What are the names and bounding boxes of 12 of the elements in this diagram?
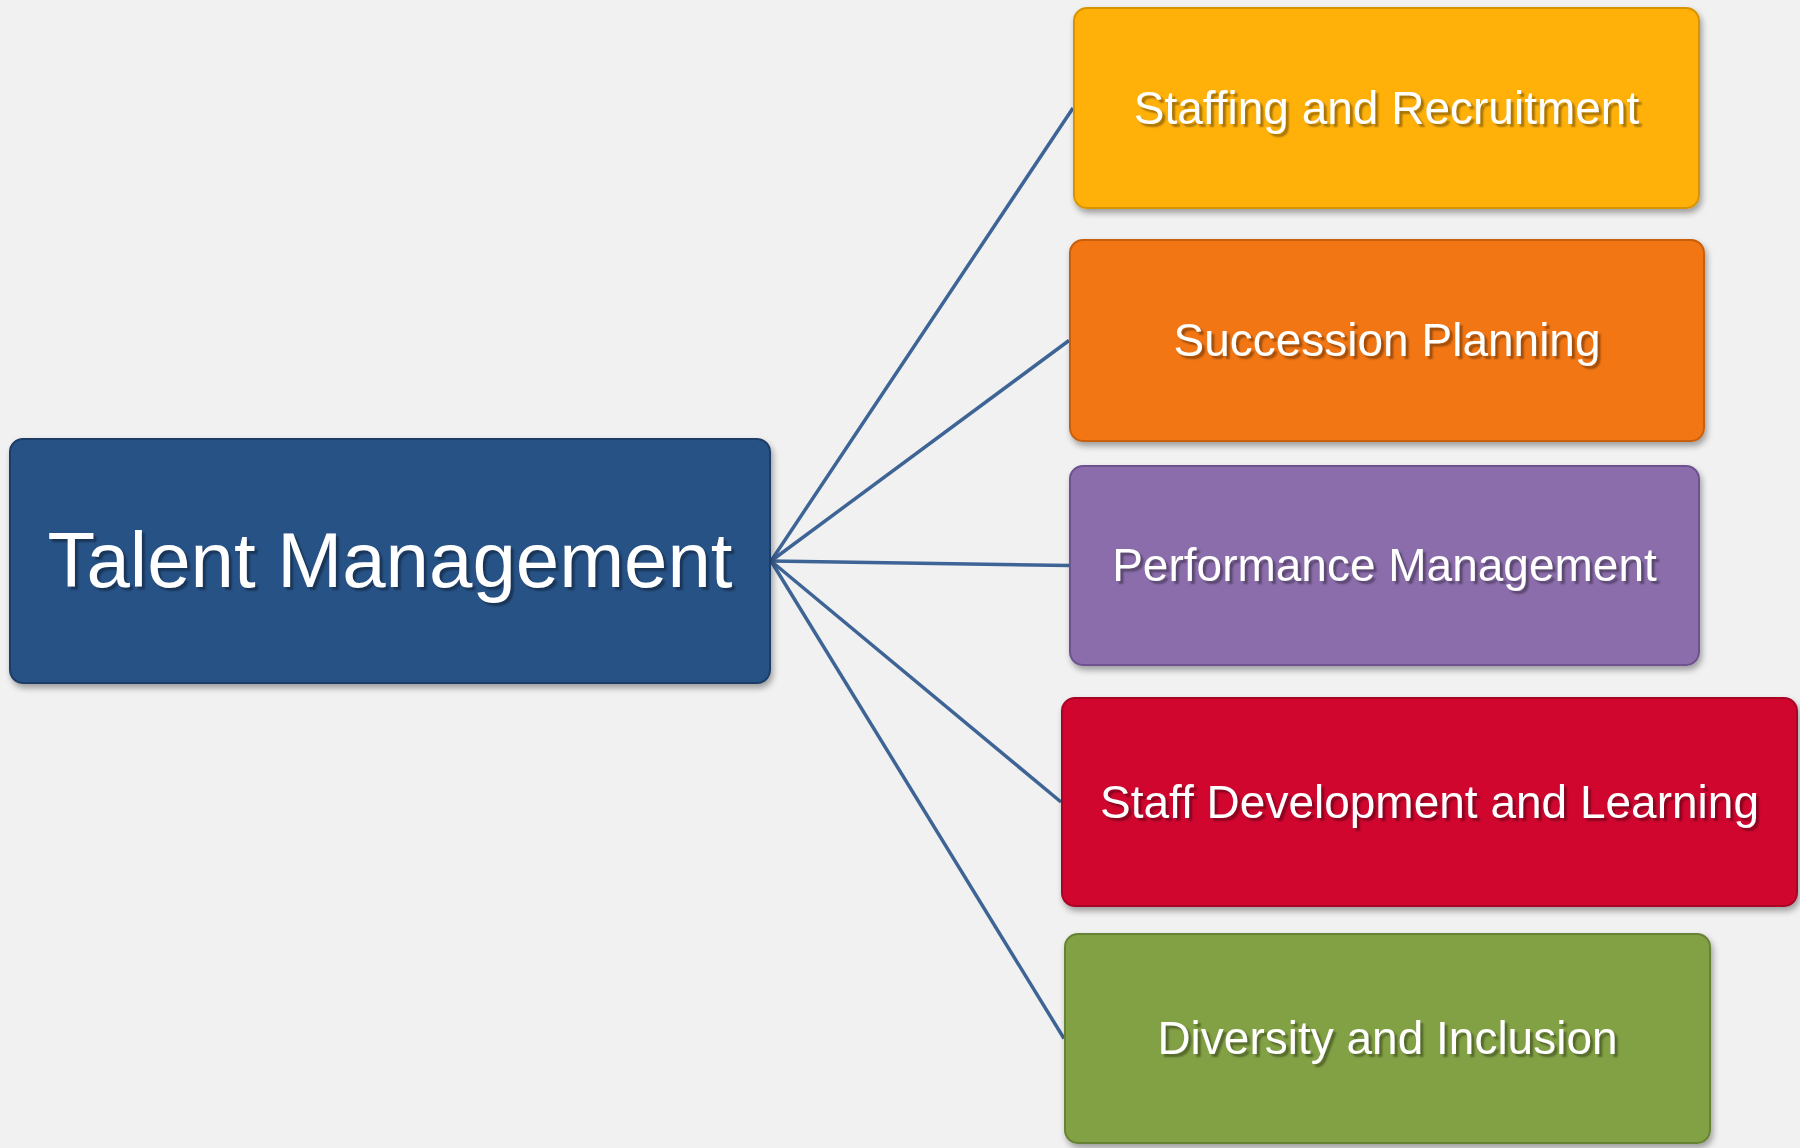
topic-box — [1069, 239, 1705, 442]
topic-box — [1064, 933, 1711, 1144]
topic-box — [1061, 697, 1798, 907]
topic-label: Performance Management — [1111, 540, 1658, 591]
topic-box — [9, 438, 771, 684]
topic-label: Succession Planning — [1172, 315, 1602, 366]
topic-box — [1069, 465, 1700, 666]
main-topic-label: Talent Management — [46, 518, 734, 604]
topic-label: Staff Development and Learning — [1099, 776, 1760, 828]
topic-label: Staffing and Recruitment — [1132, 82, 1641, 134]
topic-box — [1073, 7, 1700, 209]
topic-label: Diversity and Inclusion — [1156, 1013, 1619, 1064]
